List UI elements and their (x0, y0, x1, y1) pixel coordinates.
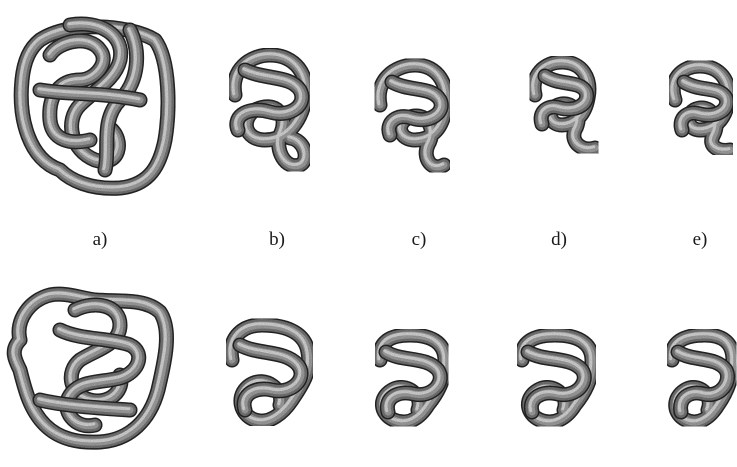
knot-row1-a (20, 23, 168, 188)
knot-row2-d (521, 334, 592, 422)
knot-row1-b (233, 54, 306, 166)
knot-row2-c (379, 334, 445, 422)
panel-label-d: d) (551, 229, 567, 251)
tube-strand (39, 89, 140, 100)
panel-label-e: e) (693, 229, 708, 251)
knot-row1-e (672, 65, 730, 151)
panel-label-b: b) (269, 229, 285, 251)
panel-label-c: c) (412, 229, 427, 251)
knot-row1-c (378, 64, 446, 167)
knot-row2-a (13, 293, 166, 442)
knot-row2-e (671, 334, 733, 422)
panel-label-a: a) (93, 229, 108, 251)
knot-row1-d (533, 61, 595, 149)
knot-row2-b (230, 324, 309, 421)
